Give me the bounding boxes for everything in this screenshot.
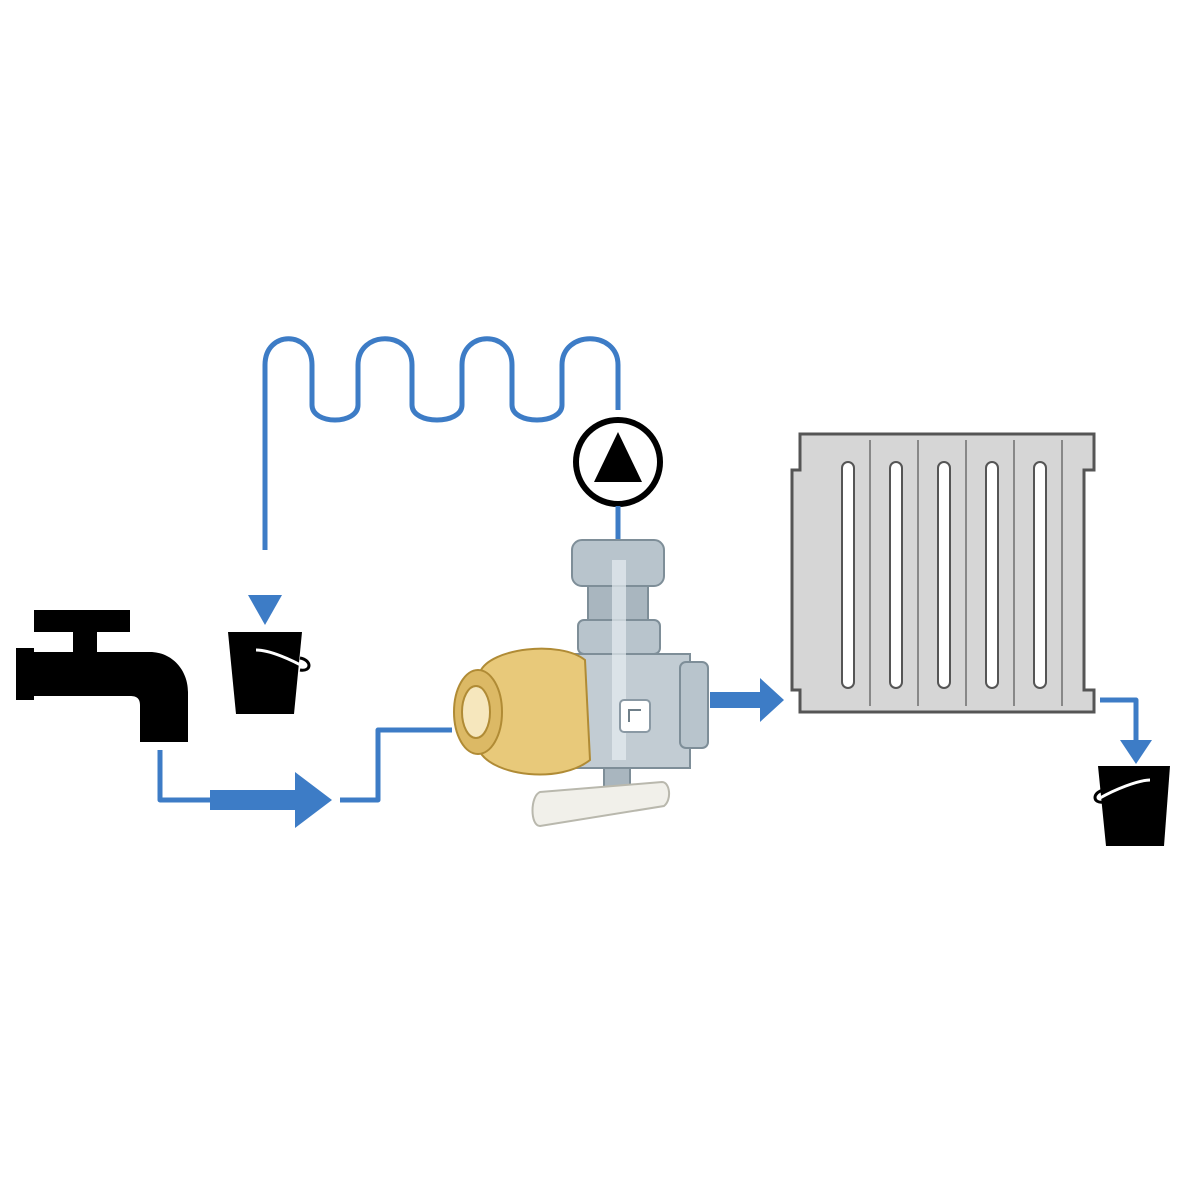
flow-arrow-icon xyxy=(248,595,282,625)
bucket-icon xyxy=(1093,766,1170,846)
supply-pipe xyxy=(157,750,210,803)
flow-arrow-icon xyxy=(710,678,784,722)
flow-arrow-icon xyxy=(1120,740,1152,764)
pump-icon xyxy=(573,417,663,507)
heating-loop-pipe xyxy=(262,336,621,550)
radiator-icon xyxy=(790,432,1096,714)
flow-arrow-icon xyxy=(210,772,332,828)
faucet-icon xyxy=(16,610,188,742)
outlet-pipe xyxy=(1100,697,1139,745)
bucket-icon xyxy=(228,632,311,714)
supply-pipe-2 xyxy=(340,727,452,803)
valve-icon xyxy=(453,539,709,828)
